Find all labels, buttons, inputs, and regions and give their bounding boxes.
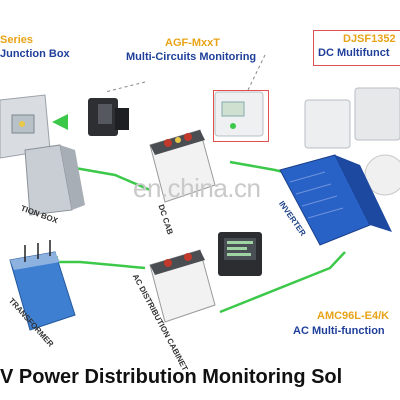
connector-agf xyxy=(104,81,146,93)
page-title: V Power Distribution Monitoring Sol xyxy=(0,366,343,388)
amc-desc-label: AC Multi-function xyxy=(293,325,385,337)
amc-meter-device xyxy=(218,232,262,276)
djsf-highlight-frame xyxy=(213,90,269,142)
series-label: Series xyxy=(0,34,34,46)
flow-ac-to-transformer xyxy=(50,260,146,270)
inverter-unit xyxy=(279,154,392,246)
djsf-desc-label: DC Multifunct xyxy=(318,47,390,59)
dc-cabinet-unit xyxy=(149,129,216,203)
djsf-meter-device xyxy=(214,91,264,137)
flow-arrow-left xyxy=(52,114,68,130)
amc-model-label: AMC96L-E4/K xyxy=(317,310,390,322)
agf-module-device xyxy=(88,98,129,136)
watermark: en.china.cn xyxy=(133,173,261,203)
junction-box-label: Junction Box xyxy=(0,48,70,60)
transformer-unit xyxy=(9,240,76,331)
djsf-label-frame xyxy=(313,30,400,66)
djsf-model-label: DJSF1352 xyxy=(343,33,396,45)
agf-model-label: AGF-MxxT xyxy=(165,37,220,49)
ac-cabinet-unit xyxy=(149,249,216,323)
right-meters xyxy=(304,87,400,196)
junction-box-unit xyxy=(0,94,51,159)
connector-djsf xyxy=(247,54,266,91)
flow-inverter-to-ac xyxy=(219,251,346,314)
flow-junction-to-dc xyxy=(74,166,151,192)
junction-box-lower xyxy=(24,144,85,216)
agf-desc-label: Multi-Circuits Monitoring xyxy=(126,51,257,63)
